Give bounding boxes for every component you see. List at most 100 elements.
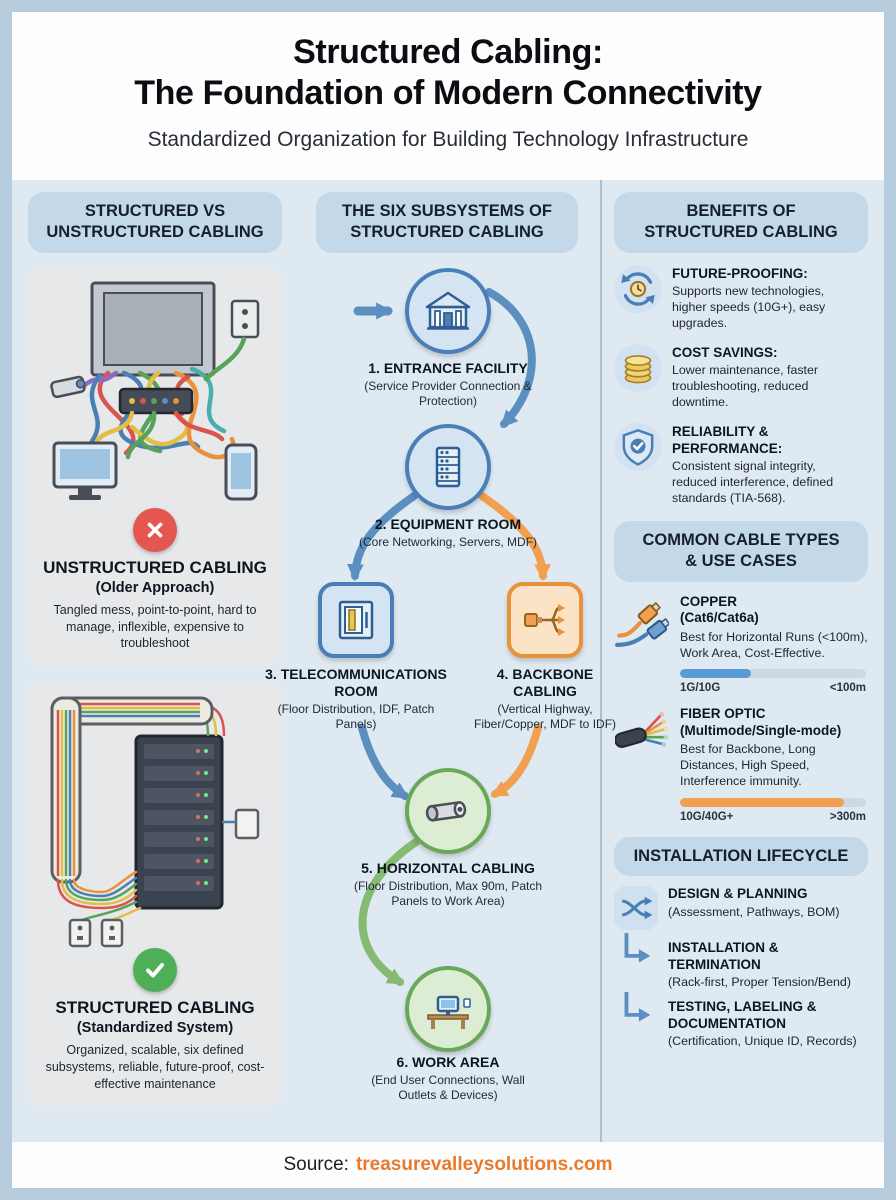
lifecycle-description: (Rack-first, Proper Tension/Bend)	[668, 975, 851, 990]
comparison-heading-line2: UNSTRUCTURED CABLING	[46, 223, 264, 242]
horizontal-cabling-label: 5. HORIZONTAL CABLING (Floor Distributio…	[343, 860, 553, 910]
title-line-2: The Foundation of Modern Connectivity	[134, 74, 762, 113]
node-description: (Service Provider Connection & Protectio…	[364, 378, 532, 409]
unstructured-title: UNSTRUCTURED CABLING	[43, 557, 267, 577]
right-sidebar: BENEFITS OF STRUCTURED CABLING FUTURE-PR	[600, 180, 884, 1142]
subsystems-section: THE SIX SUBSYSTEMS OF STRUCTURED CABLING	[265, 180, 616, 1142]
structured-title: STRUCTURED CABLING	[55, 998, 255, 1018]
node-description: (End User Connections, Wall Outlets & De…	[371, 1072, 525, 1103]
lifecycle-title: TESTING, LABELING & DOCUMENTATION	[668, 999, 817, 1031]
horizontal-cabling-icon	[425, 800, 467, 822]
lifecycle-title: DESIGN & PLANNING	[668, 886, 808, 902]
main-content: STRUCTURED VS UNSTRUCTURED CABLING	[12, 180, 884, 1142]
equipment-room-label: 2. EQUIPMENT ROOM (Core Networking, Serv…	[358, 516, 538, 550]
entrance-facility-label: 1. ENTRANCE FACILITY (Service Provider C…	[348, 360, 548, 410]
node-work-area	[405, 966, 491, 1052]
lifecycle-title: INSTALLATION & TERMINATION	[668, 940, 779, 972]
node-telecom-room	[318, 582, 394, 658]
flow-arrow-icon	[614, 992, 658, 1035]
source-link[interactable]: treasurevalleysolutions.com	[355, 1154, 613, 1175]
fiber-speed-label: 10G/40G+	[680, 810, 734, 823]
unstructured-description: Tangled mess, point-to-point, hard to ma…	[53, 602, 257, 651]
fiber-distance-label: >300m	[829, 810, 866, 823]
node-title: 3. TELECOMMUNICATIONS ROOM	[265, 666, 447, 699]
node-description: (Floor Distribution, Max 90m, Patch Pane…	[353, 878, 543, 909]
work-area-icon	[427, 995, 471, 1029]
structured-subtitle: (Standardized System)	[76, 1020, 234, 1037]
lifecycle-step-testing: TESTING, LABELING & DOCUMENTATION (Certi…	[614, 992, 868, 1049]
backbone-cabling-label: 4. BACKBONE CABLING (Vertical Highway, F…	[470, 666, 620, 732]
benefit-text: COST SAVINGS: Lower maintenance, faster …	[672, 344, 848, 411]
check-icon	[133, 948, 177, 993]
node-equipment-room	[405, 424, 491, 510]
node-title: 4. BACKBONE CABLING	[496, 666, 594, 699]
lifecycle-step-installation: INSTALLATION & TERMINATION (Rack-first, …	[614, 933, 868, 989]
subsystems-heading-line2: STRUCTURED CABLING	[350, 223, 544, 242]
lifecycle-description: (Assessment, Pathways, BOM)	[668, 904, 840, 919]
unstructured-subtitle: (Older Approach)	[95, 579, 215, 596]
header: Structured Cabling: The Foundation of Mo…	[12, 12, 884, 180]
benefit-text: FUTURE-PROOFING: Supports new technologi…	[672, 265, 848, 332]
flow-arrow-icon	[614, 933, 658, 976]
copper-cable-icon	[614, 594, 670, 648]
comparison-section: STRUCTURED VS UNSTRUCTURED CABLING	[12, 180, 292, 1142]
lifecycle-description: (Certification, Unique ID, Records)	[668, 1034, 857, 1049]
benefit-description: Consistent signal integrity, reduced int…	[672, 459, 834, 505]
benefits-heading-line2: STRUCTURED CABLING	[644, 223, 838, 242]
subsystems-heading-line1: THE SIX SUBSYSTEMS OF	[342, 202, 552, 220]
cable-types-heading: COMMON CABLE TYPES & USE CASES	[614, 520, 868, 582]
cable-description: Best for Backbone, Long Distances, High …	[680, 742, 816, 789]
entrance-facility-icon	[425, 291, 471, 330]
cable-description: Best for Horizontal Runs (<100m), Work A…	[680, 629, 868, 660]
cross-icon	[133, 507, 177, 552]
fiber-optic-icon	[614, 706, 670, 760]
node-title: 1. ENTRANCE FACILITY	[368, 360, 528, 376]
cable-types-heading-line2: & USE CASES	[685, 552, 797, 571]
benefit-text: RELIABILITY & PERFORMANCE: Consistent si…	[672, 423, 848, 507]
node-title: 2. EQUIPMENT ROOM	[374, 516, 522, 532]
lifecycle-text: INSTALLATION & TERMINATION (Rack-first, …	[668, 940, 868, 989]
work-area-label: 6. WORK AREA (End User Connections, Wall…	[353, 1054, 543, 1104]
node-horizontal-cabling	[405, 768, 491, 854]
benefit-title: RELIABILITY & PERFORMANCE:	[672, 423, 783, 456]
copper-speed-bar: 1G/10G <100m	[680, 669, 866, 694]
equipment-room-icon	[435, 446, 461, 488]
copper-distance-label: <100m	[829, 682, 866, 695]
cable-item-copper: COPPER (Cat6/Cat6a) Best for Horizontal …	[614, 594, 868, 662]
copper-speed-label: 1G/10G	[680, 682, 721, 695]
arrow-telecom-to-horizontal	[358, 724, 410, 800]
structured-description: Organized, scalable, six defined subsyst…	[45, 1043, 265, 1091]
cable-subtitle: (Cat6/Cat6a)	[680, 610, 759, 626]
node-description: (Core Networking, Servers, MDF)	[358, 534, 538, 549]
benefit-item-future-proofing: FUTURE-PROOFING: Supports new technologi…	[614, 264, 868, 332]
lifecycle-step-design: DESIGN & PLANNING (Assessment, Pathways,…	[614, 886, 868, 931]
copper-bar-fill	[680, 669, 751, 679]
cable-title: FIBER OPTIC	[680, 706, 766, 722]
telecom-room-label: 3. TELECOMMUNICATIONS ROOM (Floor Distri…	[261, 666, 451, 732]
benefit-description: Supports new technologies, higher speeds…	[672, 284, 826, 330]
cable-types-heading-line1: COMMON CABLE TYPES	[642, 530, 840, 549]
benefit-title: FUTURE-PROOFING:	[672, 265, 808, 281]
arrow-horizontal-to-workarea	[358, 838, 420, 986]
benefit-title: COST SAVINGS:	[672, 344, 778, 360]
backbone-cabling-icon	[524, 604, 565, 636]
reliability-icon	[614, 422, 662, 471]
node-description: (Vertical Highway, Fiber/Copper, MDF to …	[473, 701, 617, 731]
structured-cabling-illustration	[40, 690, 270, 952]
comparison-heading: STRUCTURED VS UNSTRUCTURED CABLING	[28, 192, 282, 253]
unstructured-panel: UNSTRUCTURED CABLING (Older Approach) Ta…	[28, 266, 282, 667]
arrow-backbone-to-horizontal	[490, 724, 542, 798]
shuffle-icon	[614, 886, 658, 931]
cable-text: COPPER (Cat6/Cat6a) Best for Horizontal …	[680, 594, 868, 662]
fiber-bar-fill	[680, 797, 844, 807]
page-subtitle: Standardized Organization for Building T…	[147, 127, 749, 151]
benefit-item-cost-savings: COST SAVINGS: Lower maintenance, faster …	[614, 343, 868, 411]
unstructured-cabling-illustration	[40, 277, 270, 512]
subsystems-heading: THE SIX SUBSYSTEMS OF STRUCTURED CABLING	[316, 192, 578, 253]
title-line-1: Structured Cabling:	[293, 33, 603, 71]
source-label: Source:	[283, 1154, 349, 1175]
fiber-speed-bar: 10G/40G+ >300m	[680, 797, 866, 823]
node-title: 5. HORIZONTAL CABLING	[361, 860, 535, 876]
telecom-room-icon	[338, 600, 374, 640]
